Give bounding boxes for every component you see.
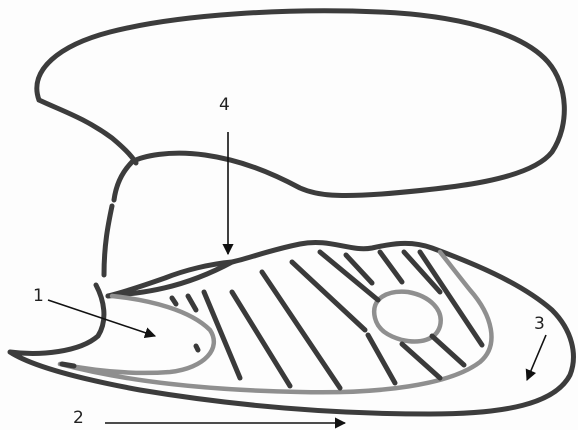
stripe <box>188 296 196 310</box>
stripe <box>402 344 440 378</box>
stripe <box>368 335 395 383</box>
stripe <box>62 364 74 366</box>
label-3: 3 <box>534 316 545 333</box>
stripe <box>432 336 464 365</box>
stripe <box>292 262 365 330</box>
stripe <box>196 346 198 350</box>
stripe-group <box>62 252 482 388</box>
neck-outline-lower <box>104 206 112 275</box>
label-4: 4 <box>219 97 230 114</box>
stripe <box>172 298 176 304</box>
stripe <box>232 292 290 386</box>
stripe <box>380 252 402 282</box>
label-2: 2 <box>73 410 84 427</box>
inner-lining <box>60 252 491 392</box>
stripe <box>262 272 340 388</box>
label-1: 1 <box>33 288 44 305</box>
arrow-3 <box>527 335 546 380</box>
upper-lobe-fold <box>39 100 136 163</box>
neck-outline-upper <box>114 162 132 200</box>
stripe <box>204 292 240 378</box>
upper-lobe-outline <box>37 11 565 196</box>
